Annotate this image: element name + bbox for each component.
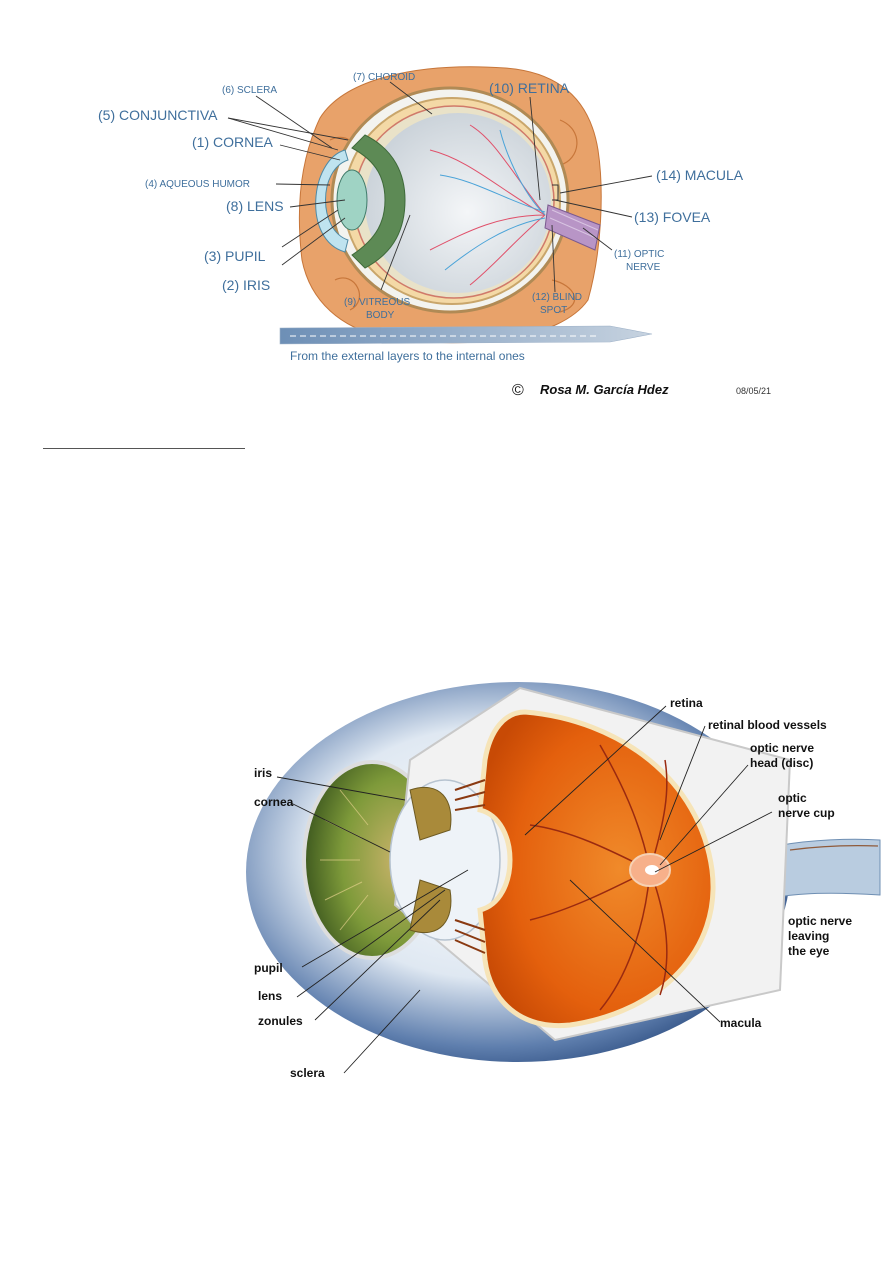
label-zonules: zonules <box>258 1014 303 1028</box>
figure-1-cross-section: (6) SCLERA (7) CHOROID (10) RETINA (5) C… <box>98 66 771 399</box>
label-lens-2: lens <box>258 989 282 1003</box>
label-optic-nerve-cup-line1: optic <box>778 791 807 805</box>
lens-shape <box>336 169 368 231</box>
label-conjunctiva: (5) CONJUNCTIVA <box>98 107 218 123</box>
label-vitreous-line1: (9) VITREOUS <box>344 297 410 308</box>
label-optic-nerve-leaving-line2: leaving <box>788 929 829 943</box>
figure-2-cutaway: retina retinal blood vessels optic nerve… <box>246 682 881 1080</box>
label-sclera-2: sclera <box>290 1066 325 1080</box>
label-iris-2: iris <box>254 766 272 780</box>
retina-interior <box>477 709 716 1029</box>
label-retina-2: retina <box>670 696 703 710</box>
label-vitreous-line2: BODY <box>366 310 395 321</box>
label-blind-spot-line1: (12) BLIND <box>532 292 582 303</box>
label-optic-nerve-line1: (11) OPTIC <box>614 249 664 260</box>
optic-cup <box>645 865 659 875</box>
label-pupil: (3) PUPIL <box>204 248 266 264</box>
figure-1-leader-lines <box>227 81 653 293</box>
label-optic-nerve-line2: NERVE <box>626 262 661 273</box>
label-macula: (14) MACULA <box>656 167 744 183</box>
label-optic-nerve-head-line1: optic nerve <box>750 741 814 755</box>
label-optic-nerve-leaving-line3: the eye <box>788 944 830 958</box>
label-cornea: (1) CORNEA <box>192 134 274 150</box>
horizontal-rule <box>43 448 245 449</box>
vitreous-body-shape <box>365 113 551 293</box>
label-lens: (8) LENS <box>226 198 284 214</box>
label-optic-nerve-leaving-line1: optic nerve <box>788 914 852 928</box>
figure-2-leader-lines <box>276 705 773 1074</box>
label-cornea-2: cornea <box>254 795 294 809</box>
label-optic-nerve-head-line2: head (disc) <box>750 756 813 770</box>
label-optic-nerve-cup-line2: nerve cup <box>778 806 835 820</box>
label-aqueous-humor: (4) AQUEOUS HUMOR <box>145 179 250 190</box>
label-macula-2: macula <box>720 1016 762 1030</box>
label-fovea: (13) FOVEA <box>634 209 711 225</box>
label-blind-spot-line2: SPOT <box>540 305 567 316</box>
external-to-internal-arrow <box>279 325 653 345</box>
label-choroid: (7) CHOROID <box>353 72 415 83</box>
label-sclera: (6) SCLERA <box>222 85 277 96</box>
copyright-symbol: © <box>512 382 524 399</box>
ciliary-body <box>351 134 406 269</box>
copyright-date: 08/05/21 <box>736 386 771 396</box>
label-retina: (10) RETINA <box>489 80 570 96</box>
optic-nerve-leaving-shape <box>781 838 881 897</box>
copyright-author: Rosa M. García Hdez <box>540 382 669 397</box>
label-pupil-2: pupil <box>254 961 283 975</box>
label-iris: (2) IRIS <box>222 277 270 293</box>
label-retinal-blood-vessels: retinal blood vessels <box>708 718 827 732</box>
cornea-shape <box>315 149 349 253</box>
arrow-caption: From the external layers to the internal… <box>290 349 525 363</box>
